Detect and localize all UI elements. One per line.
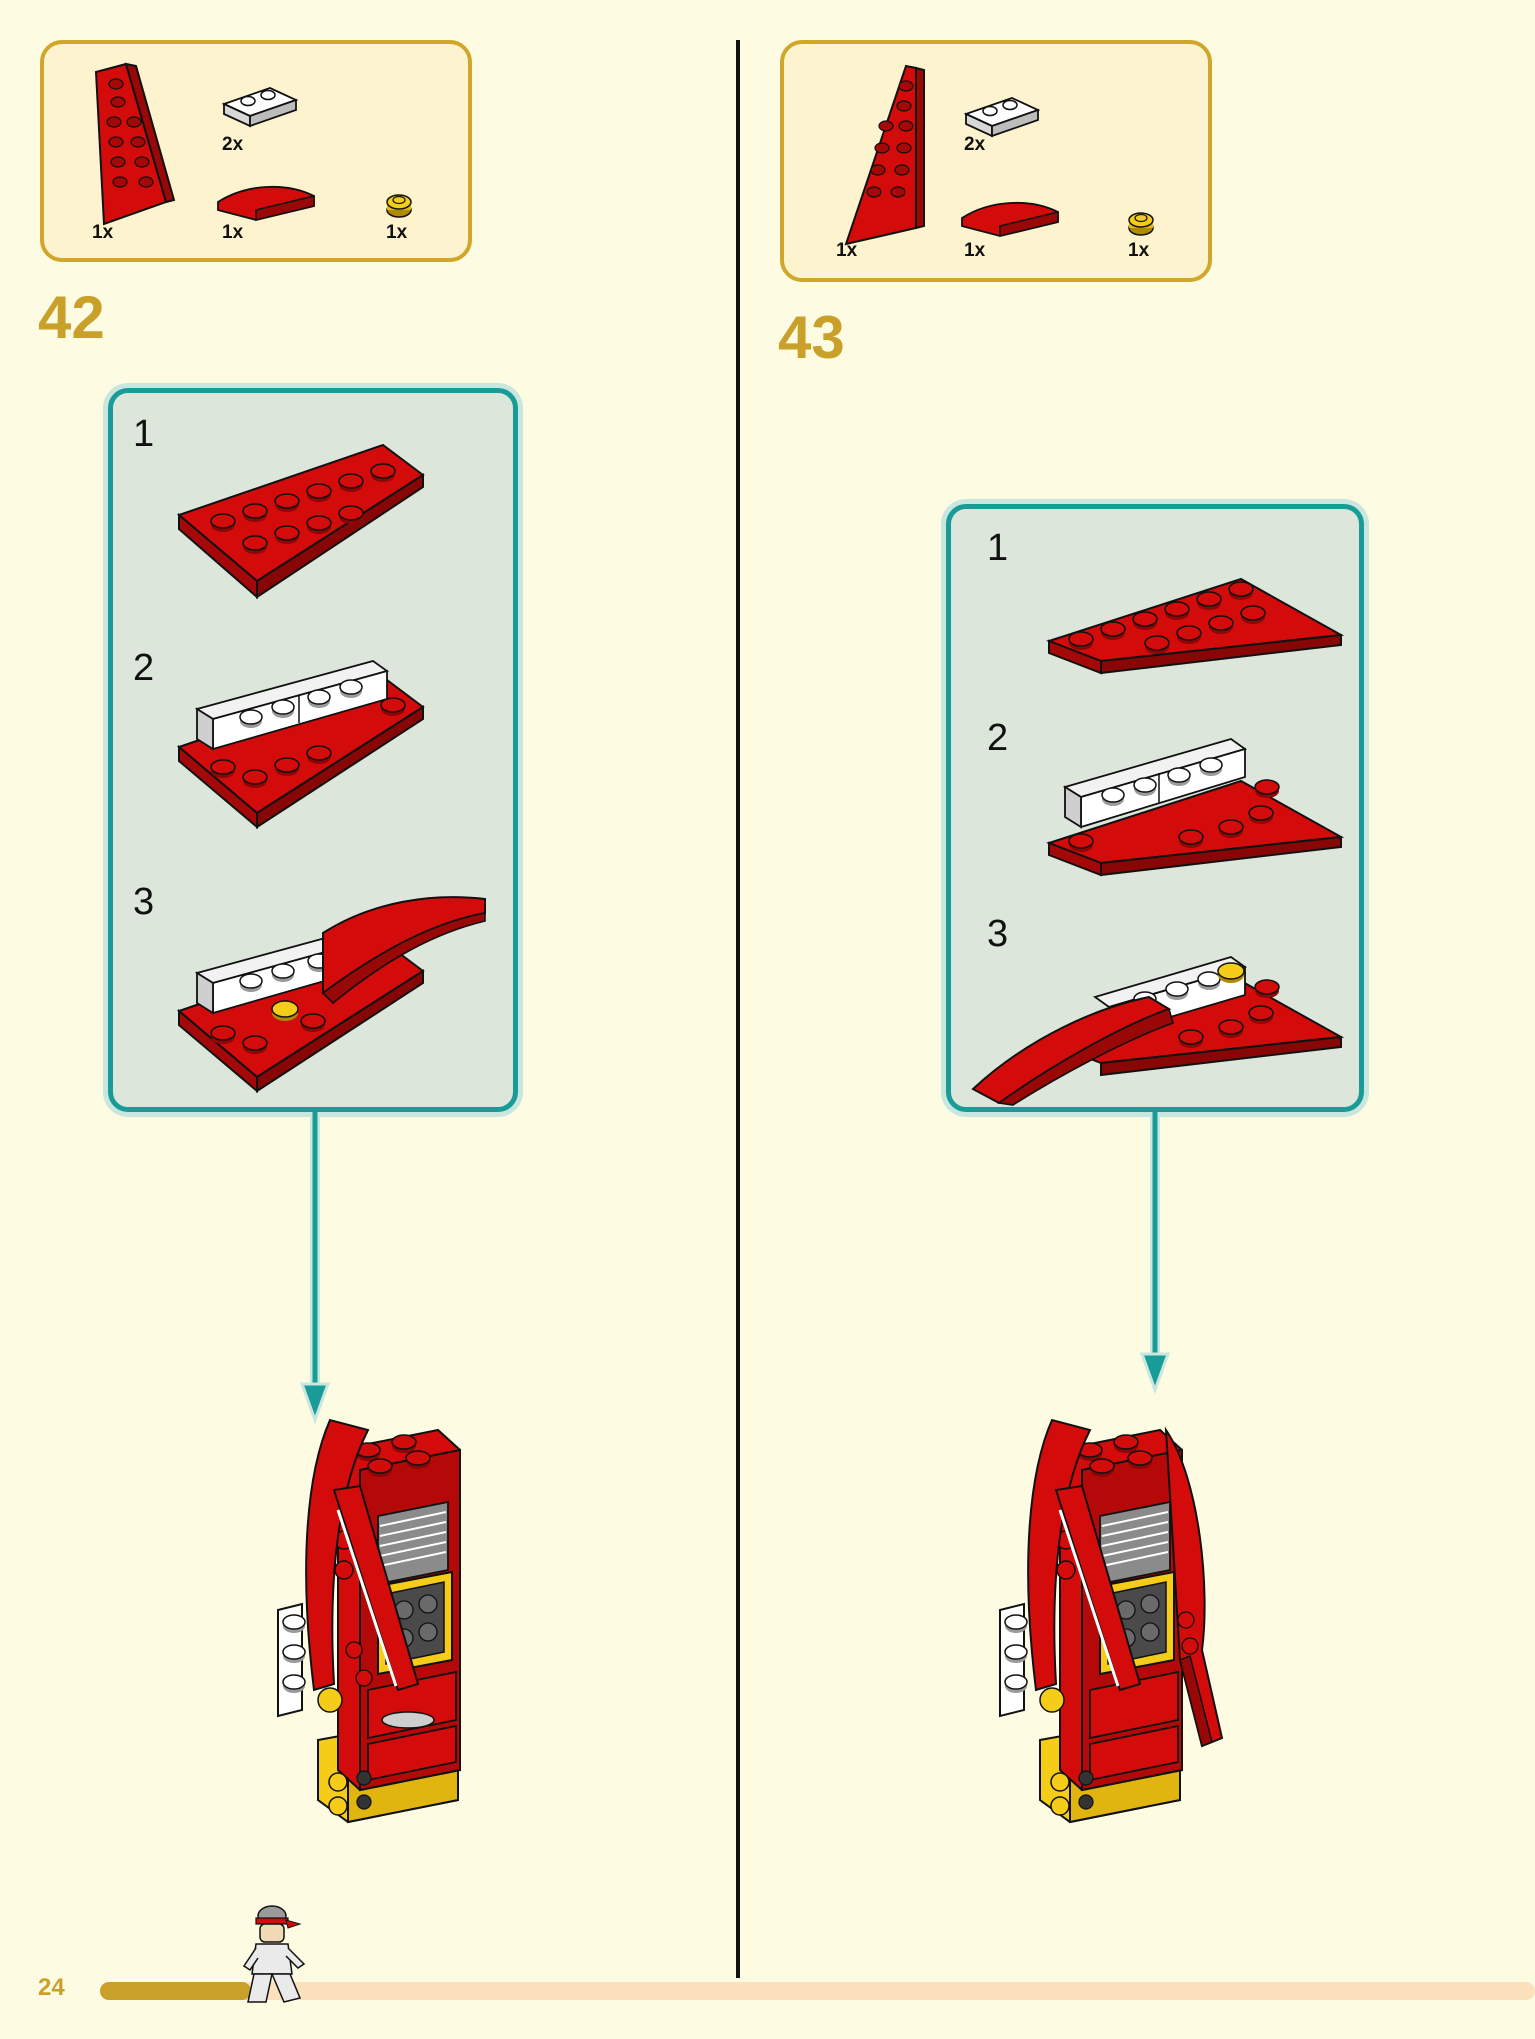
- model-assembly-illustration: [999, 1418, 1224, 1824]
- part-qty: 2x: [222, 134, 244, 155]
- arrow-down: [1139, 1112, 1171, 1395]
- wing-plate-with-white-plates-illustration: [177, 660, 425, 830]
- part-qty: 1x: [1128, 240, 1150, 261]
- substep-number: 2: [987, 717, 1009, 759]
- substep-callout: 1 2 3: [108, 388, 518, 1112]
- part-white-plate: [221, 87, 299, 128]
- parts-list-step-43: 1x 2x 1x 1x: [780, 40, 1212, 282]
- substep-number: 3: [133, 881, 155, 923]
- part-red-wing-plate: [94, 62, 176, 226]
- model-assembly-illustration: [277, 1418, 461, 1824]
- part-red-curved-slope: [961, 201, 1059, 237]
- part-yellow-round-plate: [1128, 212, 1154, 236]
- parts-list-step-42: 1x 2x 1x 1x: [40, 40, 472, 262]
- wing-plate-illustration: [1046, 577, 1345, 675]
- step-number: 42: [38, 284, 105, 351]
- substep-callout: 1 2 3: [946, 504, 1364, 1112]
- part-qty: 2x: [964, 134, 986, 155]
- minifigure-icon: [242, 1905, 306, 2003]
- part-yellow-round-plate: [386, 194, 412, 218]
- part-qty: 1x: [92, 222, 114, 243]
- arrow-down: [299, 1112, 331, 1425]
- column-divider: [736, 40, 740, 1978]
- page-number: 24: [38, 1974, 65, 2001]
- wing-with-curved-slope-illustration: [971, 956, 1345, 1106]
- substep-number: 3: [987, 913, 1009, 955]
- wing-plate-illustration: [177, 443, 425, 600]
- progress-fill: [100, 1982, 251, 2000]
- part-red-wing-plate: [844, 64, 925, 246]
- part-white-plate: [963, 97, 1041, 138]
- wing-plate-with-white-plates-illustration: [1046, 738, 1345, 877]
- substep-number: 1: [987, 527, 1009, 569]
- part-red-curved-slope: [217, 185, 315, 221]
- step-number: 43: [778, 304, 845, 371]
- part-qty: 1x: [222, 222, 244, 243]
- part-qty: 1x: [836, 240, 858, 261]
- part-qty: 1x: [964, 240, 986, 261]
- part-qty: 1x: [386, 222, 408, 243]
- substep-number: 2: [133, 647, 155, 689]
- progress-track: [100, 1982, 1535, 2000]
- wing-with-curved-slope-illustration: [177, 896, 486, 1094]
- substep-number: 1: [133, 413, 155, 455]
